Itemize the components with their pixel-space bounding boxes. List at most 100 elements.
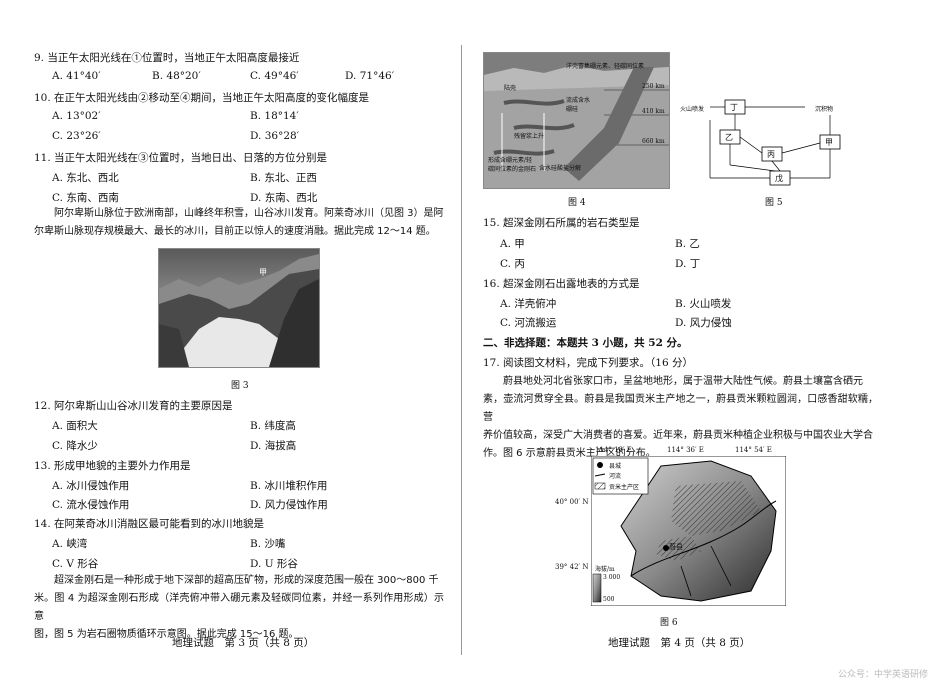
q16-option-a: A. 洋壳俯冲 [500,298,557,310]
figure-3-caption: 图 3 [231,381,249,391]
passage-yuxian-line2: 素，壶流河贯穿全县。蔚县是我国贡米主产地之一，蔚县贡米颗粒圆润，口感香甜软糯，营 [483,394,878,423]
figure-6-map: 114° 18′ E 114° 36′ E 114° 54′ E 40° 00′… [555,446,800,608]
figure-4-diamond-diagram: 洋壳富集硼元素、轻碳同位素 陆壳 流成含水硼硅 残留浆上升 形成含硼元素/轻碳同… [483,52,670,189]
fig6-lon-2: 114° 36′ E [667,446,704,454]
fig6-lon-3: 114° 54′ E [735,446,772,454]
yuxian-terrain-map [591,456,786,606]
figure-6-caption: 图 6 [660,618,678,628]
fig6-elev-label: 海拔/m [595,566,615,573]
q11-option-b: B. 东北、正西 [250,172,317,184]
q14-option-d: D. U 形谷 [250,558,298,570]
rock-cycle-diagram [709,99,841,186]
watermark-text: 公众号：中学英语研修 [837,670,928,680]
section-2-heading: 二、非选择题：本题共 3 小题，共 52 分。 [483,337,688,349]
page-divider [461,45,462,655]
fig6-legend-county: 县城 [609,463,622,470]
passage-yuxian-line1: 蔚县地处河北省张家口市，呈盆地地形，属于温带大陆性气候。蔚县土壤富含硒元 [503,376,863,387]
fig5-label-sediment: 沉积物 [815,106,834,113]
fig5-box-ding: 丁 [730,103,738,112]
question-14-stem: 14. 在阿莱奇冰川消融区最可能看到的冰川地貌是 [34,518,265,530]
q10-option-d: D. 36°28′ [250,130,300,142]
passage-yuxian: 蔚县地处河北省张家口市，呈盆地地形，属于温带大陆性气候。蔚县土壤富含硒元 素，壶… [483,373,878,463]
q9-option-b: B. 48°20′ [152,70,201,82]
figure-5-caption: 图 5 [765,198,783,208]
county-seat-marker [663,545,669,551]
q9-option-d: D. 71°46′ [345,70,395,82]
figure-3-glacier-photo: 甲 [158,248,320,368]
passage-diamond: 超深金刚石是一种形成于地下深部的超高压矿物，形成的深度范围一般在 300～800… [34,572,444,644]
q13-option-d: D. 风力侵蚀作用 [250,499,328,511]
q13-option-a: A. 冰川侵蚀作用 [52,480,130,492]
passage-diamond-line1: 超深金刚石是一种形成于地下深部的超高压矿物，形成的深度范围一般在 300～800… [54,575,439,586]
fig5-box-jia: 甲 [825,138,833,147]
fig4-label-form: 形成含硼元素/轻碳同位素的金刚石 [488,157,537,173]
question-13-stem: 13. 形成甲地貌的主要外力作用是 [34,460,191,472]
fig6-legend-river: 河流 [609,473,622,480]
q9-option-a: A. 41°40′ [52,70,101,82]
fig6-legend-area: 贡米主产区 [609,484,640,491]
q12-option-b: B. 纬度高 [250,420,296,432]
q13-option-b: B. 冰川堆积作用 [250,480,328,492]
question-15-stem: 15. 超深金刚石所属的岩石类型是 [483,217,640,229]
passage-yuxian-line4: 作。图 6 示意蔚县贡米主产区的分布。 [483,448,656,459]
question-16-stem: 16. 超深金刚石出露地表的方式是 [483,278,640,290]
diamond-formation-diagram [484,53,669,188]
passage-alps: 阿尔卑斯山脉位于欧洲南部，山峰终年积雪，山谷冰川发育。阿莱奇冰川（见图 3）是阿… [34,205,444,241]
q11-option-c: C. 东南、西南 [52,192,119,204]
page-3-footer: 地理试题 第 3 页（共 8 页） [172,637,315,649]
passage-alps-line1: 阿尔卑斯山脉位于欧洲南部，山峰终年积雪，山谷冰川发育。阿莱奇冰川（见图 3）是阿 [54,208,444,219]
q16-option-d: D. 风力侵蚀 [675,317,732,329]
q10-option-b: B. 18°14′ [250,110,299,122]
fig5-box-yi: 乙 [725,133,733,142]
q15-option-c: C. 丙 [500,258,525,270]
fig6-elev-low: 500 [603,596,615,603]
fig4-label-hydro: 流成含水硼硅 [566,97,591,113]
q12-option-a: A. 面积大 [52,420,98,432]
question-10-stem: 10. 在正午太阳光线由②移动至④期间，当地正午太阳高度的变化幅度是 [34,92,370,104]
q16-option-b: B. 火山喷发 [675,298,732,310]
fig4-depth-250: 250 km [642,83,665,90]
fig5-box-bing: 丙 [767,150,775,159]
passage-diamond-line3: 图，图 5 为岩石圈物质循环示意图。据此完成 15～16 题。 [34,629,299,640]
passage-alps-line2: 尔卑斯山脉现存规模最大、最长的冰川，目前正以惊人的速度消融。据此完成 12～14… [34,226,436,237]
q10-option-c: C. 23°26′ [52,130,101,142]
fig6-lat-2: 39° 42′ N [555,563,589,571]
fig6-lon-1: 114° 18′ E [595,446,632,454]
q11-option-a: A. 东北、西北 [52,172,119,184]
question-11-stem: 11. 当正午太阳光线在③位置时，当地日出、日落的方位分别是 [34,152,328,164]
q15-option-b: B. 乙 [675,238,700,250]
figure-5-rock-cycle: 火山喷发 沉积物 丁 乙 丙 甲 戊 [680,95,850,190]
fig4-label-top: 洋壳富集硼元素、轻碳同位素 [566,63,645,70]
q10-option-a: A. 13°02′ [52,110,101,122]
fig4-depth-410: 410 km [642,108,665,115]
fig4-label-land: 陆壳 [504,85,517,92]
fig5-label-volcano: 火山喷发 [680,106,705,113]
glacier-photo-image [159,249,319,367]
question-9-stem: 9. 当正午太阳光线在①位置时，当地正午太阳高度最接近 [34,52,300,64]
fig3-label-jia: 甲 [259,268,267,277]
q12-option-d: D. 海拔高 [250,440,297,452]
fig6-elev-high: 3 000 [603,574,621,581]
q14-option-c: C. V 形谷 [52,558,99,570]
passage-yuxian-line3: 养价值较高，深受广大消费者的喜爱。近年来，蔚县贡米种植企业积极与中国农业大学合 [483,430,873,441]
fig6-lat-1: 40° 00′ N [555,498,589,506]
q16-option-c: C. 河流搬运 [500,317,557,329]
q15-option-a: A. 甲 [500,238,525,250]
passage-diamond-line2: 米。图 4 为超深金刚石形成（洋壳俯冲带入硼元素及轻碳同位素，并经一系列作用形成… [34,593,444,622]
q9-option-c: C. 49°46′ [250,70,299,82]
fig4-label-rise: 残留浆上升 [514,133,545,140]
q14-option-a: A. 峡湾 [52,538,88,550]
q11-option-d: D. 东南、西北 [250,192,318,204]
page-4-footer: 地理试题 第 4 页（共 8 页） [608,637,751,649]
fig4-depth-660: 660 km [642,138,665,145]
q15-option-d: D. 丁 [675,258,701,270]
q13-option-c: C. 流水侵蚀作用 [52,499,130,511]
q14-option-b: B. 沙嘴 [250,538,286,550]
figure-4-caption: 图 4 [568,198,586,208]
fig6-county-name: 蔚县 [669,543,683,551]
fig4-label-dehydration: 含水硅酸盐分解 [539,165,582,172]
q12-option-c: C. 降水少 [52,440,98,452]
question-12-stem: 12. 阿尔卑斯山山谷冰川发育的主要原因是 [34,400,233,412]
question-17-stem: 17. 阅读图文材料，完成下列要求。（16 分） [483,357,693,369]
fig5-box-wu: 戊 [775,174,783,183]
